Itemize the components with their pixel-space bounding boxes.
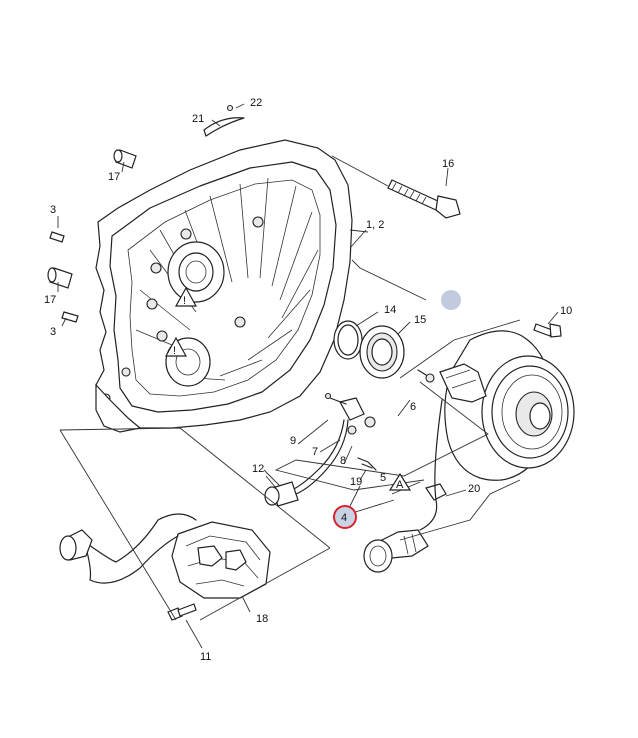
- callout-8[interactable]: 8: [340, 455, 346, 467]
- callout-21[interactable]: 21: [192, 113, 204, 125]
- marker-dot: [441, 290, 461, 310]
- actuator-18[interactable]: [171, 521, 271, 599]
- warning-triangle-icon: [174, 286, 198, 307]
- callout-5[interactable]: 5: [380, 472, 386, 484]
- callout-7[interactable]: 7: [312, 446, 318, 458]
- pipe-assembly[interactable]: [264, 392, 377, 507]
- callout-1-2[interactable]: 1, 2: [366, 219, 384, 231]
- callout-19[interactable]: 19: [350, 476, 362, 488]
- callout-10[interactable]: 10: [560, 305, 572, 317]
- callout-18[interactable]: 18: [256, 613, 268, 625]
- bolt-11[interactable]: [167, 603, 197, 621]
- callout-4-highlight[interactable]: [333, 505, 357, 529]
- pin-3-lower[interactable]: [61, 311, 79, 323]
- view-marker-a: A: [388, 472, 412, 491]
- callout-3-lower[interactable]: 3: [50, 326, 56, 338]
- dowel-17-top[interactable]: [113, 149, 137, 169]
- seal-15[interactable]: [359, 325, 405, 379]
- callout-16[interactable]: 16: [442, 158, 454, 170]
- leader-lines: [57, 103, 559, 649]
- projection-lines: [59, 155, 521, 621]
- harness-cable[interactable]: [59, 513, 197, 584]
- bell-housing[interactable]: ! !: [95, 139, 353, 433]
- callout-12[interactable]: 12: [252, 463, 264, 475]
- warning-triangle-icon: [164, 336, 188, 357]
- callout-20[interactable]: 20: [468, 483, 480, 495]
- callout-22[interactable]: 22: [250, 97, 262, 109]
- svg-text:!: !: [173, 345, 176, 357]
- callout-14[interactable]: 14: [384, 304, 396, 316]
- callout-15[interactable]: 15: [414, 314, 426, 326]
- callout-6[interactable]: 6: [410, 401, 416, 413]
- screw-22[interactable]: [226, 104, 234, 112]
- callout-17-top[interactable]: 17: [108, 171, 120, 183]
- callout-9[interactable]: 9: [290, 435, 296, 447]
- release-bearing-assembly[interactable]: [417, 330, 575, 501]
- dowel-17-lower[interactable]: [47, 267, 73, 289]
- bolt-10[interactable]: [533, 323, 562, 338]
- clip-21[interactable]: [203, 117, 245, 137]
- callout-4[interactable]: 4: [341, 512, 347, 524]
- callout-3-top[interactable]: 3: [50, 204, 56, 216]
- sensor-cable-20[interactable]: [363, 399, 443, 573]
- svg-text:!: !: [183, 295, 186, 307]
- svg-text:A: A: [396, 479, 404, 491]
- o-ring-14[interactable]: [333, 320, 363, 360]
- callout-17-lower[interactable]: 17: [44, 294, 56, 306]
- bolt-16[interactable]: [387, 179, 461, 219]
- callout-11[interactable]: 11: [200, 651, 211, 663]
- pin-3-top[interactable]: [49, 231, 65, 243]
